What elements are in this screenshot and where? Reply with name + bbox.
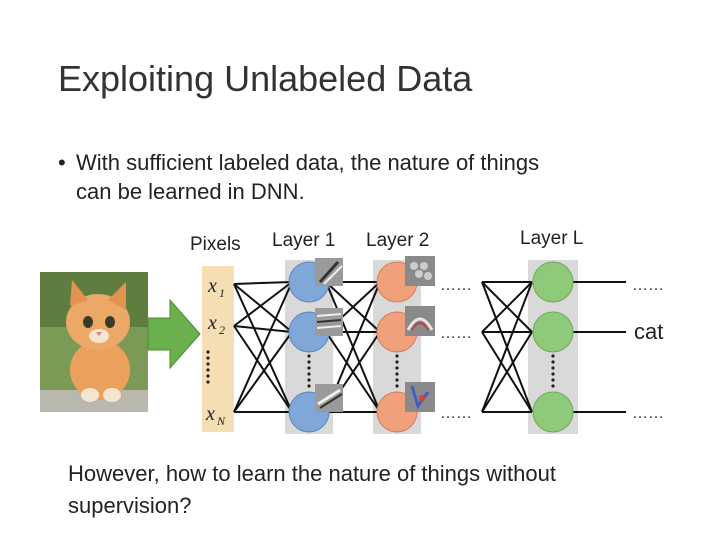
connections-input-layer1 — [233, 281, 293, 413]
input-x1-subscript: 1 — [219, 286, 225, 300]
bottom-line-2: supervision? — [68, 493, 192, 518]
bottom-question: However, how to learn the nature of thin… — [68, 458, 708, 522]
layer-l-neuron — [532, 311, 574, 353]
cat-image — [40, 272, 148, 412]
input-x2: x — [207, 312, 217, 334]
pixels-label: Pixels — [190, 234, 241, 255]
input-arrow — [147, 298, 201, 370]
bottom-line-1: However, how to learn the nature of thin… — [68, 461, 556, 486]
input-xN-subscript: N — [216, 414, 226, 428]
layer-2-feature-thumbnails — [405, 256, 435, 412]
ellipsis-out-1: …… — [632, 277, 664, 294]
input-xN: x — [205, 403, 215, 425]
layer-l-neuron — [532, 391, 574, 433]
input-column-bg — [202, 266, 234, 432]
layer-2-label: Layer 2 — [366, 230, 430, 251]
ellipsis-mid-3: …… — [440, 405, 472, 422]
vertical-ellipses — [206, 350, 555, 388]
input-x1: x — [207, 275, 217, 297]
bullet-line-1: With sufficient labeled data, the nature… — [76, 150, 540, 175]
output-connections — [572, 281, 626, 413]
layer-l-label: Layer L — [520, 228, 584, 249]
ellipsis-out-3: …… — [632, 405, 664, 422]
input-x2-subscript: 2 — [219, 323, 225, 337]
layer-l-neuron — [532, 261, 574, 303]
ellipsis-mid-1: …… — [440, 277, 472, 294]
connections-into-layerL — [481, 281, 533, 413]
horizontal-ellipses: …… …… …… …… …… — [440, 277, 664, 422]
bullet-icon: • — [58, 150, 66, 175]
slide-title: Exploiting Unlabeled Data — [58, 58, 473, 99]
bullet-line-2: can be learned in DNN. — [76, 179, 305, 204]
layer-1-label: Layer 1 — [272, 230, 336, 251]
ellipsis-mid-2: …… — [440, 325, 472, 342]
layer-1-feature-thumbnails — [315, 258, 343, 412]
output-label-cat: cat — [634, 319, 664, 344]
bullet-point: • With sufficient labeled data, the natur… — [58, 148, 678, 206]
input-symbols: x 1 x 2 x N — [205, 275, 226, 428]
